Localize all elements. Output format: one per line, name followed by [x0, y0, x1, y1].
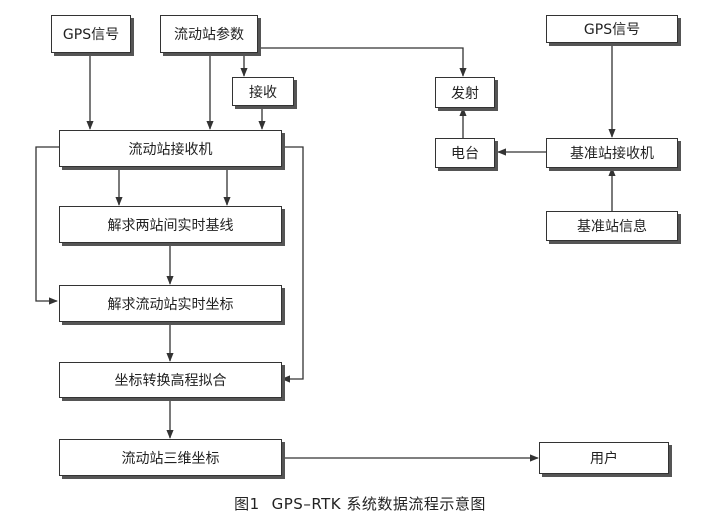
- figure-title: GPS–RTK 系统数据流程示意图: [271, 495, 486, 513]
- receive-label: 接收: [249, 84, 277, 101]
- user-node: 用户: [539, 442, 669, 474]
- figure-caption: 图1 GPS–RTK 系统数据流程示意图: [0, 493, 720, 514]
- rover-params-node: 流动站参数: [160, 15, 258, 53]
- user-label: 用户: [590, 451, 618, 467]
- solve-baseline-label: 解求两站间实时基线: [107, 217, 234, 234]
- rover-3d-coords-label: 流动站三维坐标: [121, 450, 220, 467]
- arrow-params-to-transmit: [258, 47, 467, 77]
- figure-number: 图1: [234, 495, 260, 513]
- transmit-label: 发射: [451, 85, 479, 102]
- arrow-right-bypass: [281, 146, 304, 383]
- receive-node: 接收: [232, 77, 294, 106]
- rover-3d-coords-node: 流动站三维坐标: [59, 439, 282, 476]
- gps-signal-right-label: GPS信号: [583, 22, 641, 38]
- solve-baseline-node: 解求两站间实时基线: [59, 206, 282, 243]
- coord-transform-node: 坐标转换高程拟合: [59, 362, 282, 398]
- transmit-node: 发射: [435, 77, 495, 108]
- solve-coordinates-node: 解求流动站实时坐标: [59, 285, 282, 322]
- rover-params-label: 流动站参数: [174, 27, 244, 43]
- gps-signal-right-node: GPS信号: [546, 15, 678, 43]
- base-info-label: 基准站信息: [577, 219, 647, 235]
- gps-signal-left-label: GPS信号: [62, 27, 120, 43]
- rover-receiver-node: 流动站接收机: [59, 130, 282, 167]
- arrow-left-bypass: [35, 146, 59, 305]
- base-receiver-label: 基准站接收机: [570, 146, 654, 162]
- gps-signal-left-node: GPS信号: [51, 15, 131, 53]
- base-receiver-node: 基准站接收机: [546, 138, 678, 168]
- radio-node: 电台: [435, 138, 495, 168]
- rover-receiver-label: 流动站接收机: [128, 141, 213, 158]
- radio-label: 电台: [451, 146, 479, 162]
- base-info-node: 基准站信息: [546, 211, 678, 241]
- solve-coordinates-label: 解求流动站实时坐标: [107, 296, 234, 313]
- coord-transform-label: 坐标转换高程拟合: [114, 373, 227, 389]
